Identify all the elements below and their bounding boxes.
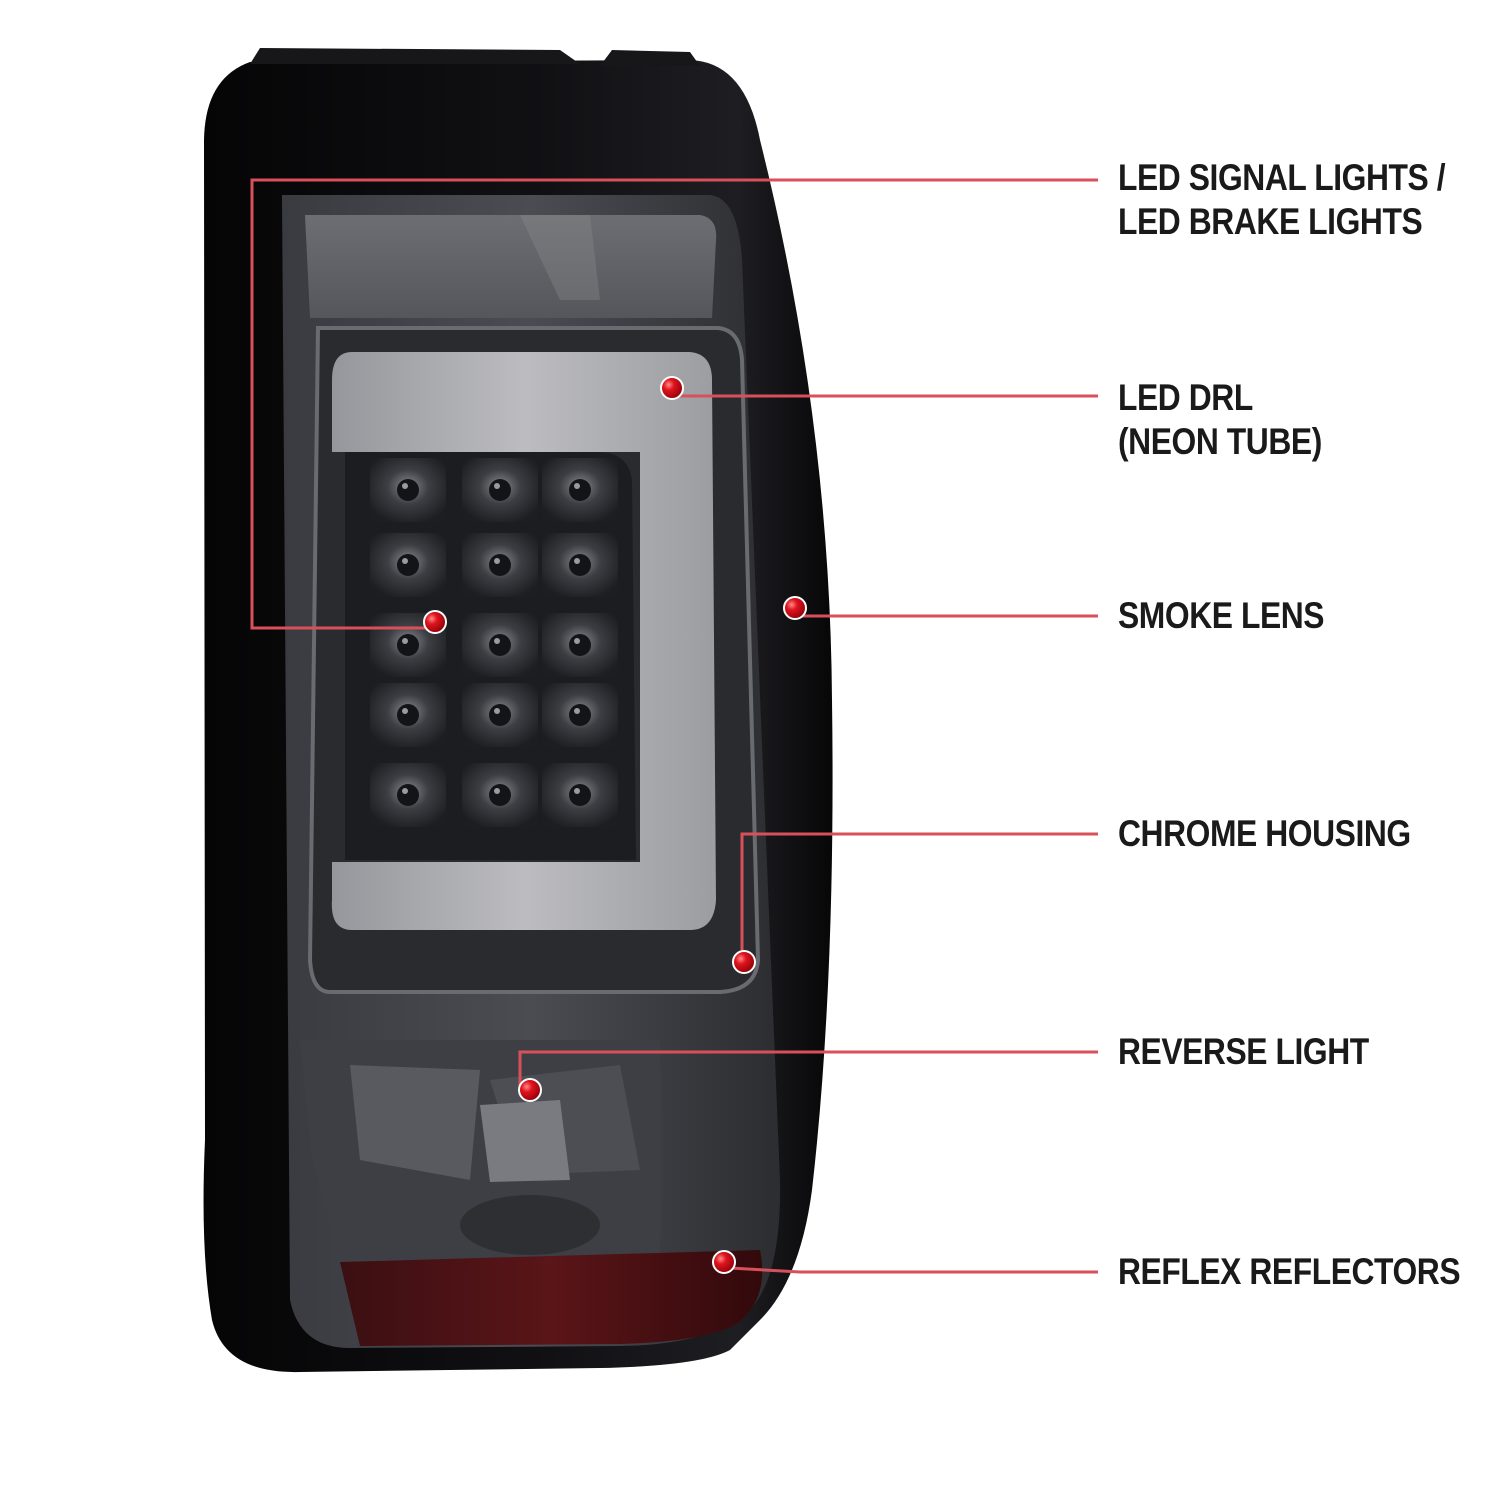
reverse-reflector-facet-1 bbox=[350, 1065, 480, 1180]
led-2-3 bbox=[542, 533, 618, 597]
label-chrome-housing: CHROME HOUSING bbox=[1118, 812, 1411, 856]
leader-line-signal bbox=[250, 178, 1098, 630]
led-array bbox=[370, 458, 618, 827]
label-led-drl: LED DRL (NEON TUBE) bbox=[1118, 376, 1322, 464]
marker-lens bbox=[783, 596, 807, 620]
callout-markers bbox=[423, 376, 807, 1274]
marker-drl bbox=[660, 376, 684, 400]
leader-line-housing bbox=[740, 832, 1098, 962]
led-5-1 bbox=[370, 763, 446, 827]
led-1-3 bbox=[542, 458, 618, 522]
label-line: (NEON TUBE) bbox=[1118, 421, 1322, 462]
reverse-reflector-center bbox=[480, 1100, 570, 1182]
led-3-3 bbox=[542, 613, 618, 677]
led-4-3 bbox=[542, 683, 618, 747]
led-4-2 bbox=[462, 683, 538, 747]
label-reflex-reflectors: REFLEX REFLECTORS bbox=[1118, 1250, 1461, 1294]
led-1-1 bbox=[370, 458, 446, 522]
label-led-signal-brake: LED SIGNAL LIGHTS / LED BRAKE LIGHTS bbox=[1118, 156, 1446, 244]
reflex-reflector bbox=[340, 1250, 763, 1346]
led-2-2 bbox=[462, 533, 538, 597]
label-line: REVERSE LIGHT bbox=[1118, 1031, 1369, 1072]
label-line: SMOKE LENS bbox=[1118, 595, 1325, 636]
label-line: REFLEX REFLECTORS bbox=[1118, 1251, 1461, 1292]
marker-reverse bbox=[518, 1078, 542, 1102]
marker-reflex bbox=[712, 1250, 736, 1274]
led-5-3 bbox=[542, 763, 618, 827]
housing-top-tab-right bbox=[600, 50, 700, 66]
upper-lens-reflection bbox=[520, 215, 600, 300]
upper-lens-panel bbox=[305, 215, 717, 318]
marker-housing bbox=[732, 950, 756, 974]
led-4-1 bbox=[370, 683, 446, 747]
led-3-2 bbox=[462, 613, 538, 677]
led-1-2 bbox=[462, 458, 538, 522]
neon-tube bbox=[331, 352, 716, 930]
label-line: CHROME HOUSING bbox=[1118, 813, 1411, 854]
label-reverse-light: REVERSE LIGHT bbox=[1118, 1030, 1369, 1074]
label-line: LED BRAKE LIGHTS bbox=[1118, 201, 1423, 242]
led-2-1 bbox=[370, 533, 446, 597]
label-smoke-lens: SMOKE LENS bbox=[1118, 594, 1325, 638]
marker-signal bbox=[423, 610, 447, 634]
led-5-2 bbox=[462, 763, 538, 827]
label-line: LED SIGNAL LIGHTS / bbox=[1118, 157, 1446, 198]
housing-top-tab bbox=[250, 48, 580, 64]
reverse-bulb bbox=[460, 1195, 600, 1255]
label-line: LED DRL bbox=[1118, 377, 1253, 418]
